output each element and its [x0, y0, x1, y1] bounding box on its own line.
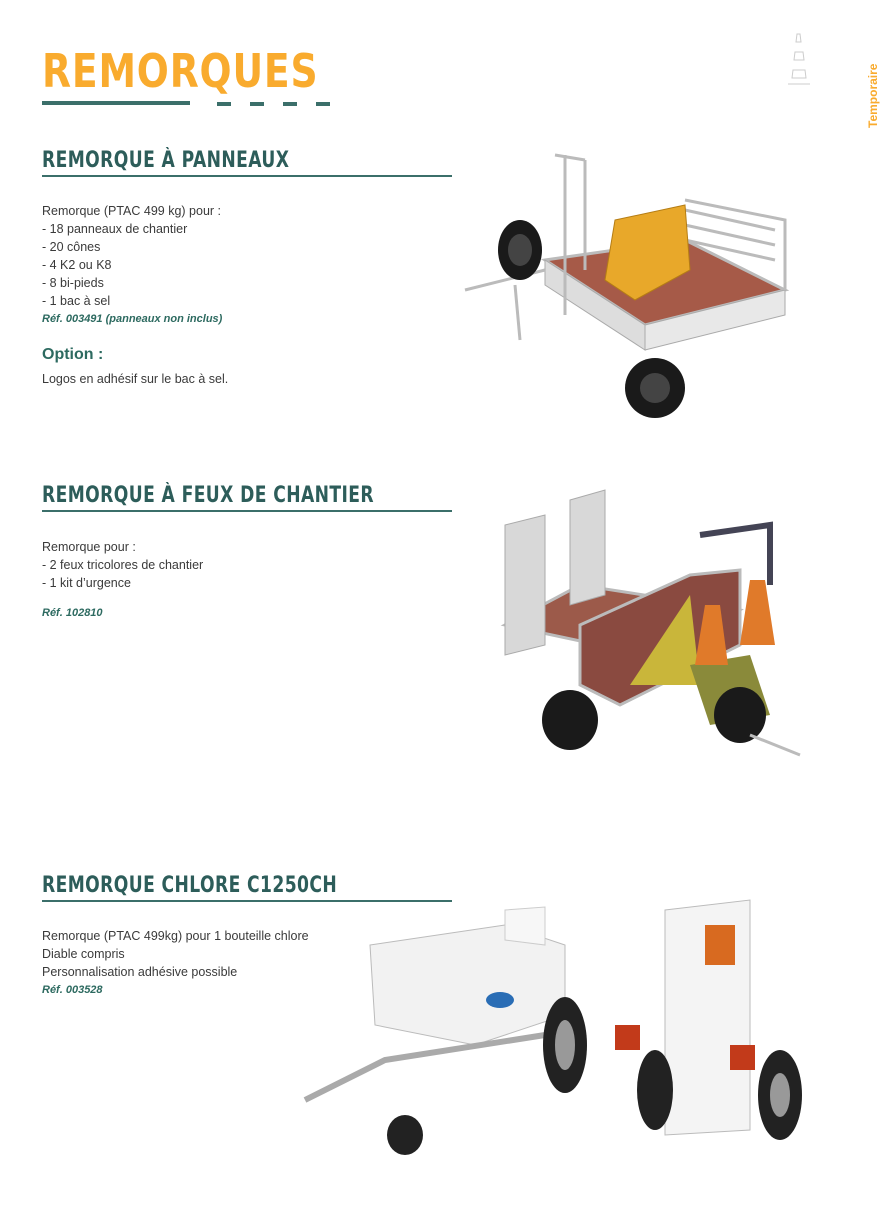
desc-line: Remorque pour : [42, 540, 136, 554]
section-underline [42, 510, 452, 512]
reference-number: Réf. 102810 [42, 607, 103, 619]
desc-line: Remorque (PTAC 499kg) pour 1 bouteille c… [42, 929, 309, 943]
page-title: REMORQUES [42, 44, 319, 98]
trailer-feux-image [500, 489, 801, 757]
section-underline [42, 175, 452, 177]
desc-line: - 18 panneaux de chantier [42, 222, 188, 236]
option-text: Logos en adhésif sur le bac à sel. [42, 372, 229, 386]
section-heading-feux: REMORQUE À FEUX DE CHANTIER [42, 483, 374, 508]
desc-line: - 2 feux tricolores de chantier [42, 558, 204, 572]
desc-line: Personnalisation adhésive possible [42, 965, 238, 979]
section-description: Remorque pour : - 2 feux tricolores de c… [42, 538, 203, 622]
section-heading-panneaux: REMORQUE À PANNEAUX [42, 148, 290, 173]
trailer-chlore-image [303, 899, 802, 1155]
desc-line: Diable compris [42, 947, 125, 961]
title-dash [316, 102, 330, 106]
section-description: Remorque (PTAC 499kg) pour 1 bouteille c… [42, 927, 309, 999]
section-underline [42, 900, 452, 902]
cone-icon [788, 33, 810, 85]
title-dash [283, 102, 297, 106]
desc-line: - 20 cônes [42, 240, 101, 254]
title-underline [42, 101, 190, 105]
desc-line: - 1 bac à sel [42, 294, 111, 308]
reference-number: Réf. 003528 [42, 984, 103, 996]
option-title: Option : [42, 346, 104, 363]
category-side-label: Temporaire [866, 63, 880, 128]
trailer-panneaux-image [464, 153, 790, 418]
desc-line: Remorque (PTAC 499 kg) pour : [42, 204, 222, 218]
desc-line: - 1 kit d’urgence [42, 576, 131, 590]
title-dash [250, 102, 264, 106]
section-heading-chlore: REMORQUE CHLORE C1250CH [42, 873, 338, 898]
section-description: Remorque (PTAC 499 kg) pour : - 18 panne… [42, 202, 222, 328]
title-dash [217, 102, 231, 106]
reference-number: Réf. 003491 (panneaux non inclus) [42, 313, 223, 325]
desc-line: - 8 bi-pieds [42, 276, 104, 290]
desc-line: - 4 K2 ou K8 [42, 258, 112, 272]
